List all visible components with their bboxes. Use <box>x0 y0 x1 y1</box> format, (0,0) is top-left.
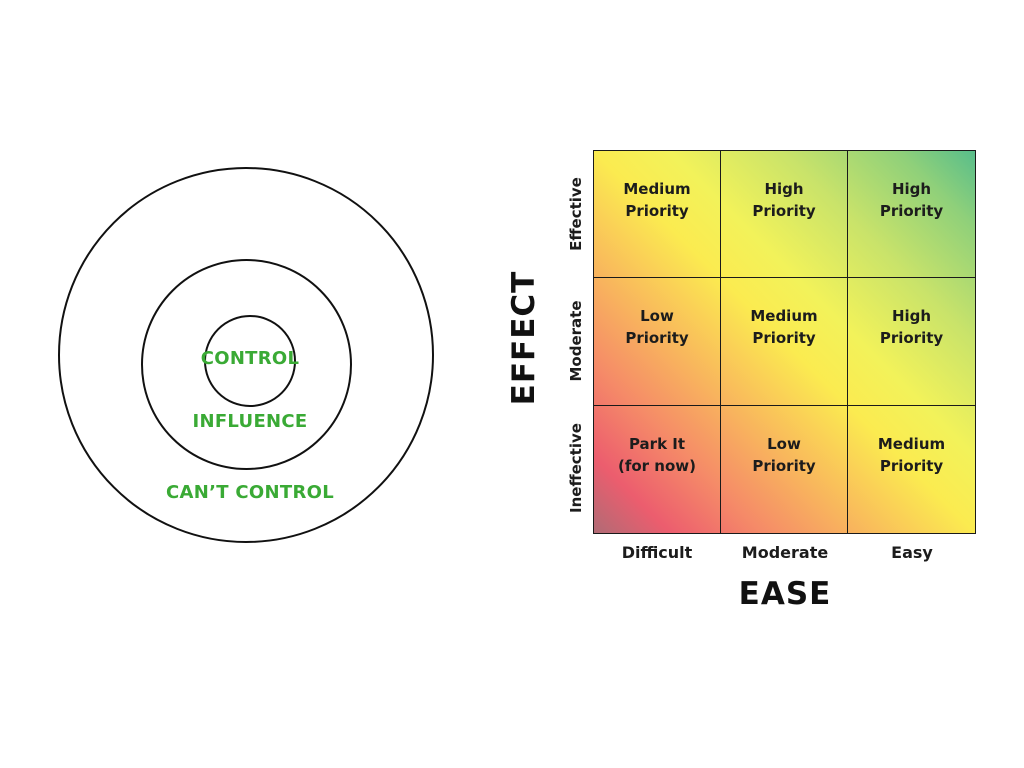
col-label-easy: Easy <box>891 543 933 562</box>
cell-line-2: Priority <box>752 457 816 476</box>
cell-line-1: High <box>891 180 932 199</box>
outer-ring-cant-control <box>58 167 434 543</box>
priority-grid: Medium Priority High Priority High Prior… <box>593 150 976 534</box>
cell-line-2: Priority <box>879 329 944 348</box>
cell-ineffective-moderate: Low Priority <box>721 405 848 533</box>
col-label-difficult: Difficult <box>621 543 693 562</box>
ease-axis-title: EASE <box>738 576 832 612</box>
control-label: CONTROL <box>200 348 300 369</box>
row-label-effective: Effective <box>567 177 585 251</box>
row-label-moderate: Moderate <box>567 300 585 382</box>
cell-ineffective-difficult: Park It (for now) <box>594 405 721 533</box>
cell-line-1: Park It <box>628 435 686 454</box>
cell-moderate-difficult: Low Priority <box>594 278 721 406</box>
cell-line-2: Priority <box>625 202 689 221</box>
cell-line-1: High <box>764 180 804 199</box>
cell-line-2: Priority <box>752 329 816 348</box>
cell-moderate-easy: High Priority <box>848 278 975 406</box>
cell-line-1: Medium <box>877 435 946 454</box>
middle-ring-influence <box>141 259 352 470</box>
cell-line-1: Medium <box>623 180 691 199</box>
cell-line-2: Priority <box>879 457 944 476</box>
cell-effective-easy: High Priority <box>848 151 975 279</box>
cell-line-2: Priority <box>752 202 816 221</box>
cell-line-1: High <box>891 307 932 326</box>
cell-line-2: Priority <box>625 329 689 348</box>
cell-line-2: Priority <box>879 202 944 221</box>
cell-ineffective-easy: Medium Priority <box>848 406 975 533</box>
cell-effective-difficult: Medium Priority <box>594 151 721 279</box>
cell-line-1: Low <box>640 307 674 326</box>
cant-control-label: CAN’T CONTROL <box>166 482 334 503</box>
cell-line-1: Medium <box>750 307 818 326</box>
effect-axis-title: EFFECT <box>506 270 542 406</box>
row-label-ineffective: Ineffective <box>567 423 585 513</box>
cell-line-2: (for now) <box>617 457 696 476</box>
col-label-moderate: Moderate <box>741 543 829 562</box>
inner-ring-control <box>204 315 296 407</box>
cell-effective-moderate: High Priority <box>721 151 848 279</box>
cell-line-1: Low <box>767 435 801 454</box>
influence-label: INFLUENCE <box>192 411 308 432</box>
cell-moderate-moderate: Medium Priority <box>721 278 848 406</box>
